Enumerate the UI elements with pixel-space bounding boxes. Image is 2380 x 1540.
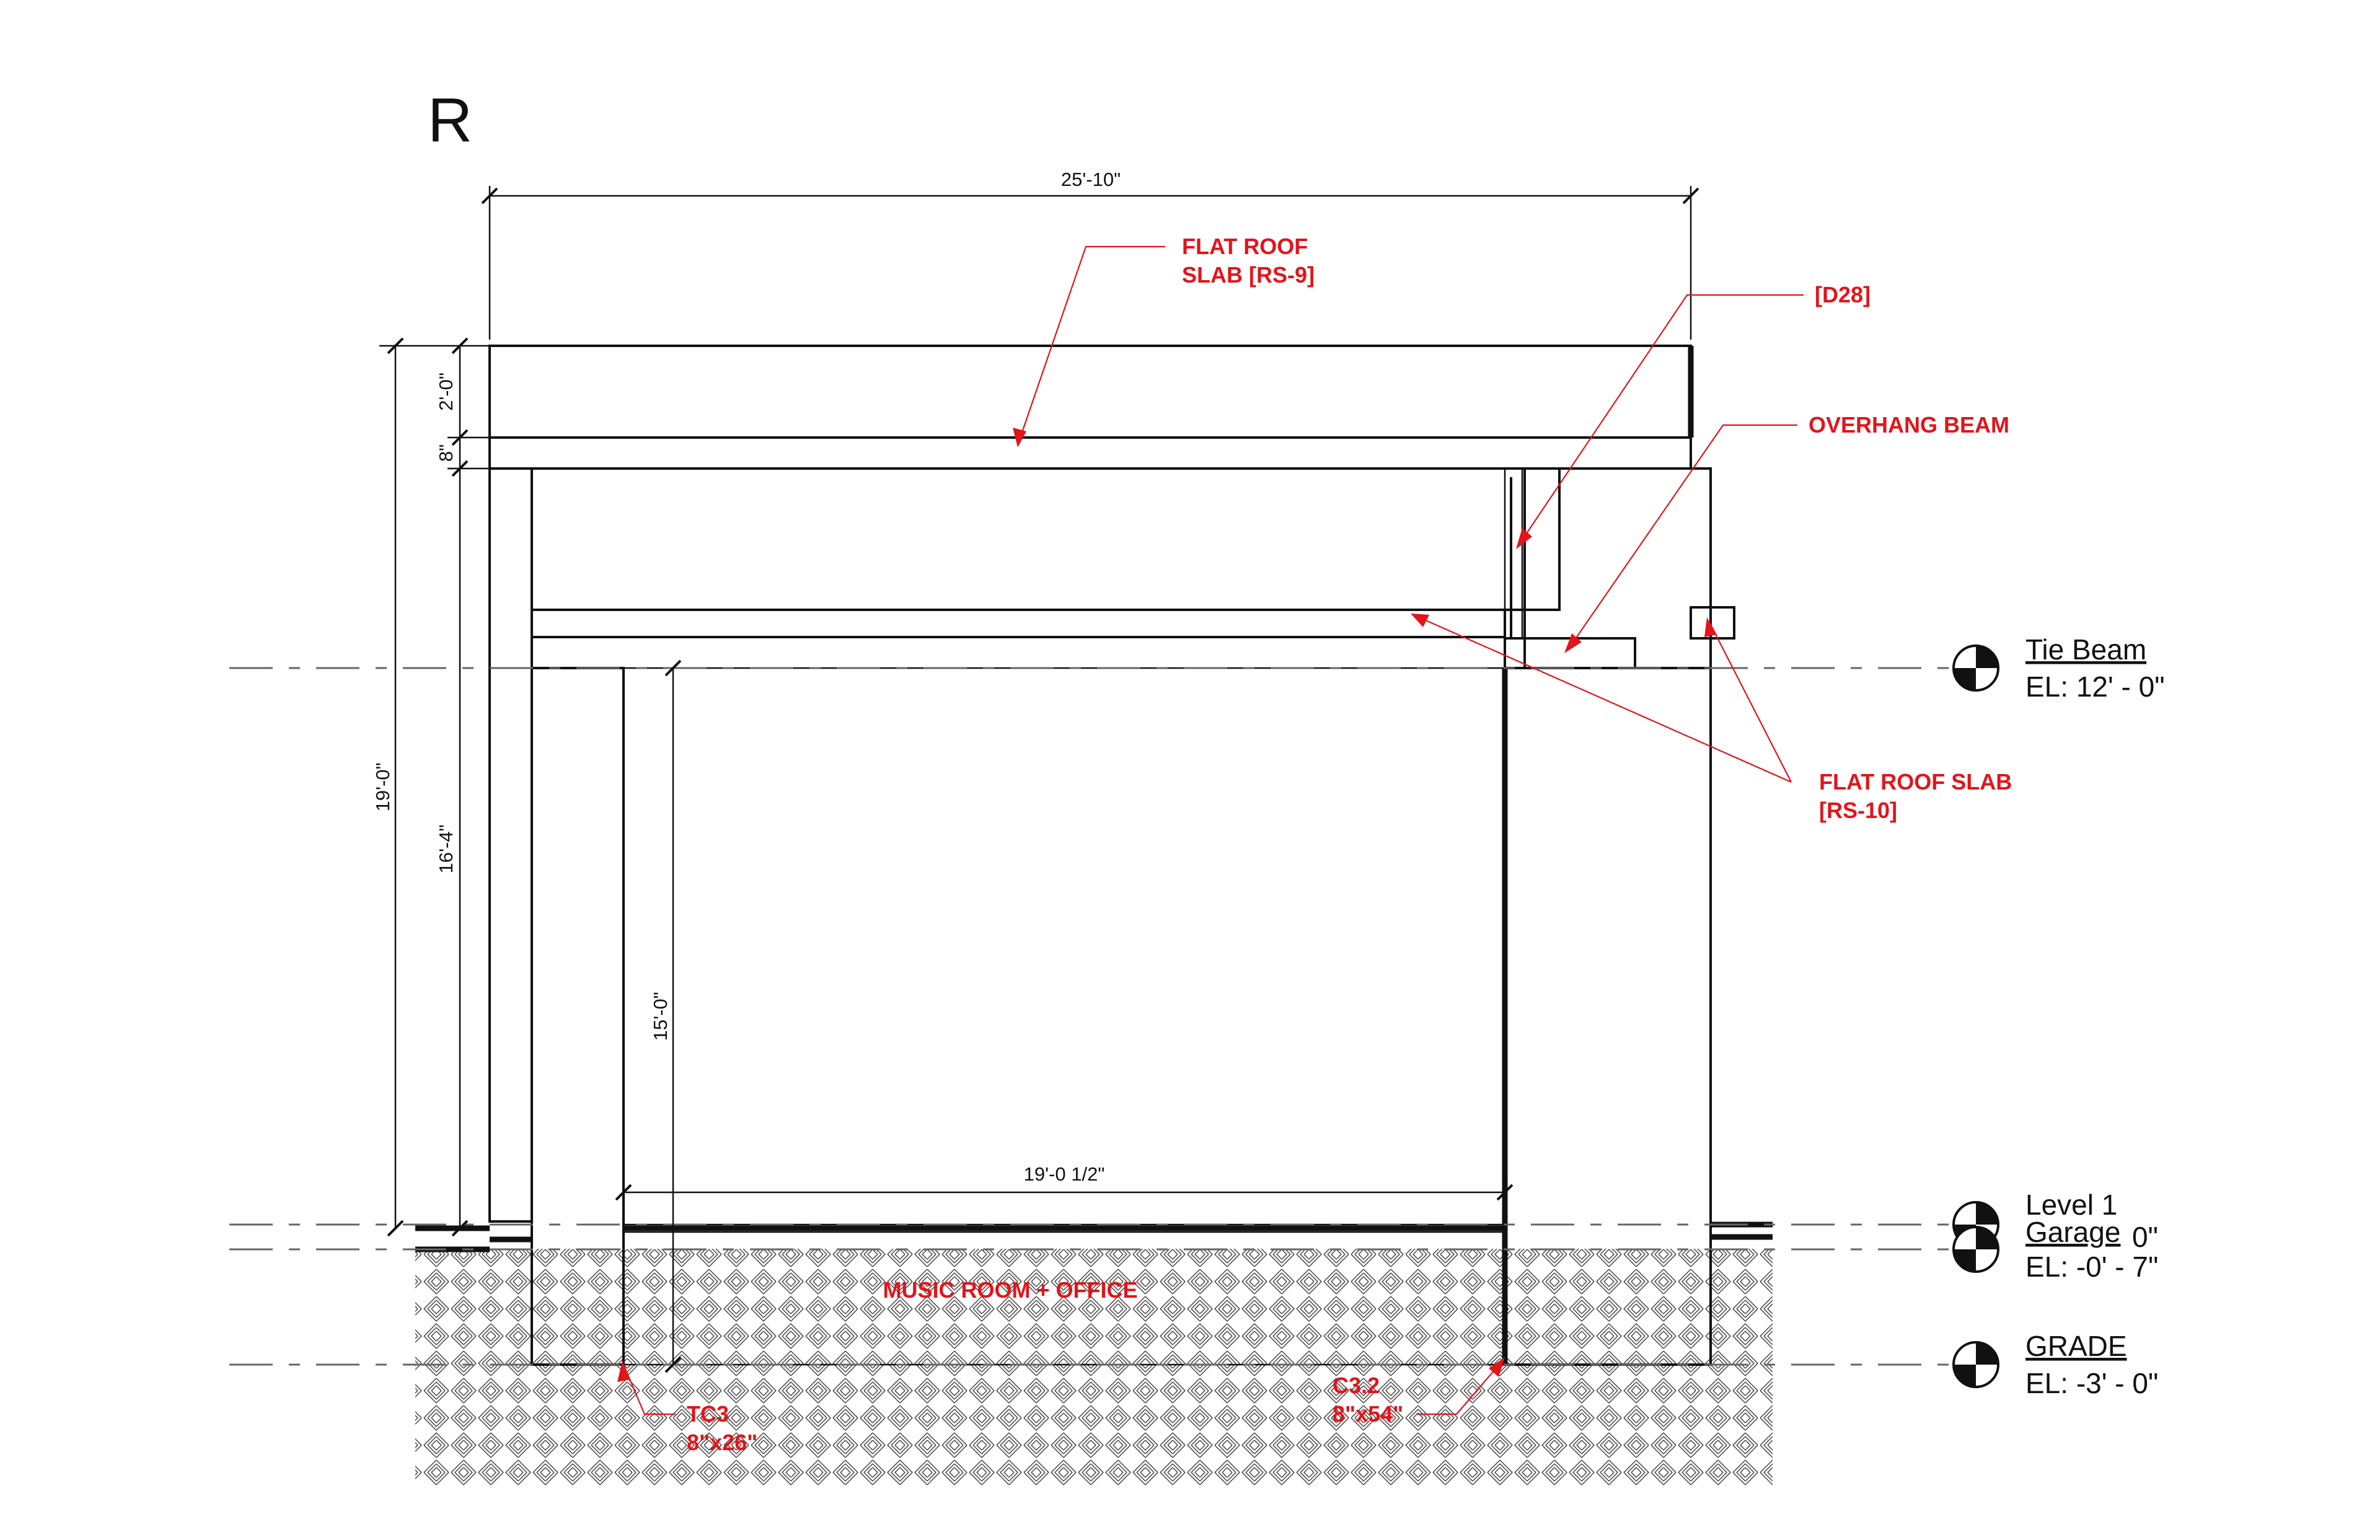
overall-width-label: 25'-10" <box>1061 169 1121 190</box>
opening-height-label: 15'-0" <box>650 992 671 1041</box>
tag-flat-roof-slab-rs9: FLAT ROOF SLAB [RS-9] <box>1013 234 1315 447</box>
roof-slab-top <box>488 345 1694 439</box>
level-lines <box>229 667 1952 1366</box>
tie-beam-band <box>531 467 1735 669</box>
opening <box>622 667 1506 1366</box>
tag-c32-line2: 8"x54" <box>1333 1401 1403 1427</box>
level-marker-tie-beam: Tie Beam EL: 12' - 0" <box>1952 633 2165 703</box>
dimension-overall-width: 25'-10" <box>481 169 1699 340</box>
tag-tc3-line1: TC3 <box>687 1401 729 1427</box>
dimension-opening-height: 15'-0" <box>650 659 682 1373</box>
level-name-garage: Garage <box>2025 1216 2120 1248</box>
section-mark: R <box>428 86 472 155</box>
level-elevation-grade: EL: -3' - 0" <box>2025 1367 2158 1399</box>
clear-width-label: 19'-0 1/2" <box>1024 1163 1105 1185</box>
level-name-tie-beam: Tie Beam <box>2025 633 2146 666</box>
tag-rs9-line1: FLAT ROOF <box>1182 234 1308 259</box>
tag-tc3-line2: 8"x26" <box>687 1430 757 1455</box>
tag-rs9-line2: SLAB [RS-9] <box>1182 262 1315 288</box>
earth-fill <box>415 1249 1773 1487</box>
wall-height-label: 16'-4" <box>435 825 457 874</box>
tag-tc3: TC3 8"x26" <box>617 1361 757 1455</box>
level-marker-garage: Garage EL: -0' - 7" <box>1952 1216 2158 1283</box>
level-elevation-level-1: 0" <box>2132 1221 2158 1253</box>
top-depth-label: 2'-0" <box>435 372 457 411</box>
room-label: MUSIC ROOM + OFFICE <box>883 1277 1137 1303</box>
level-name-grade: GRADE <box>2025 1330 2127 1362</box>
level-marker-grade: GRADE EL: -3' - 0" <box>1952 1330 2158 1399</box>
tag-rs10-line1: FLAT ROOF SLAB <box>1819 769 2012 794</box>
left-wall <box>488 467 625 1366</box>
tag-c32: C3.2 8"x54" <box>1333 1357 1505 1427</box>
tag-rs10-line2: [RS-10] <box>1819 798 1897 823</box>
overall-height-label: 19'-0" <box>372 763 394 812</box>
svg-text:FLAT ROOF SLAB[RS-10]: FLAT ROOF SLAB [RS-10] <box>1819 769 2012 823</box>
floor-slab-lines <box>415 1221 1773 1252</box>
level-elevation-tie-beam: EL: 12' - 0" <box>2025 671 2165 703</box>
tag-flat-roof-slab-rs10: FLAT ROOF SLAB [RS-10] <box>1411 614 2012 823</box>
svg-text:C3.28"x54": C3.2 8"x54" <box>1333 1373 1403 1427</box>
room-label-text: MUSIC ROOM + OFFICE <box>883 1277 1137 1303</box>
slab-gap-label: 8" <box>435 444 457 462</box>
tag-c32-line1: C3.2 <box>1333 1373 1380 1398</box>
dimension-clear-width: 19'-0 1/2" <box>615 1163 1514 1201</box>
level-name-level-1: Level 1 <box>2025 1189 2117 1221</box>
tag-overhang-beam: OVERHANG BEAM <box>1564 412 2009 653</box>
roof-slab-gap <box>488 436 1692 470</box>
dimension-wall-stack: 2'-0" 8" 16'-4" <box>435 337 490 1237</box>
tag-d28: [D28] <box>1516 282 1871 549</box>
level-elevation-garage: EL: -0' - 7" <box>2025 1251 2158 1283</box>
dimension-overall-height: 19'-0" <box>372 337 490 1237</box>
tag-d28-text: [D28] <box>1815 282 1871 307</box>
tag-overhang-beam-text: OVERHANG BEAM <box>1809 412 2009 438</box>
